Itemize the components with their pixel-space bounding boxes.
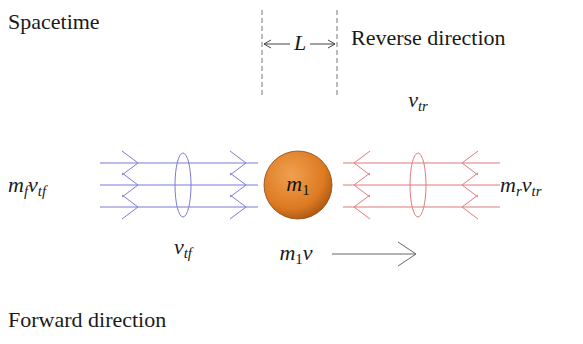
dimension-arrow (264, 44, 290, 45)
forward-wave (100, 151, 258, 219)
momentum-label: mrvtr (500, 173, 541, 200)
reverse-wave (343, 151, 500, 219)
region-title: Reverse direction (351, 26, 506, 50)
dimension-label: L (292, 31, 308, 55)
dimension-arrow (310, 44, 335, 45)
momentum-arrow (332, 254, 415, 255)
arrow-head (398, 242, 416, 266)
dashed-line (262, 10, 263, 98)
momentum-label: mfvtf (8, 173, 46, 200)
mass-label: m1 (286, 172, 309, 199)
momentum-label: m1v (279, 241, 312, 268)
region-title: Spacetime (8, 10, 100, 34)
mass-ball: m1 (263, 150, 333, 220)
region-title: Forward direction (8, 308, 166, 332)
dashed-line (337, 10, 338, 98)
velocity-label: vtf (174, 235, 192, 262)
velocity-label: vtr (408, 88, 428, 115)
